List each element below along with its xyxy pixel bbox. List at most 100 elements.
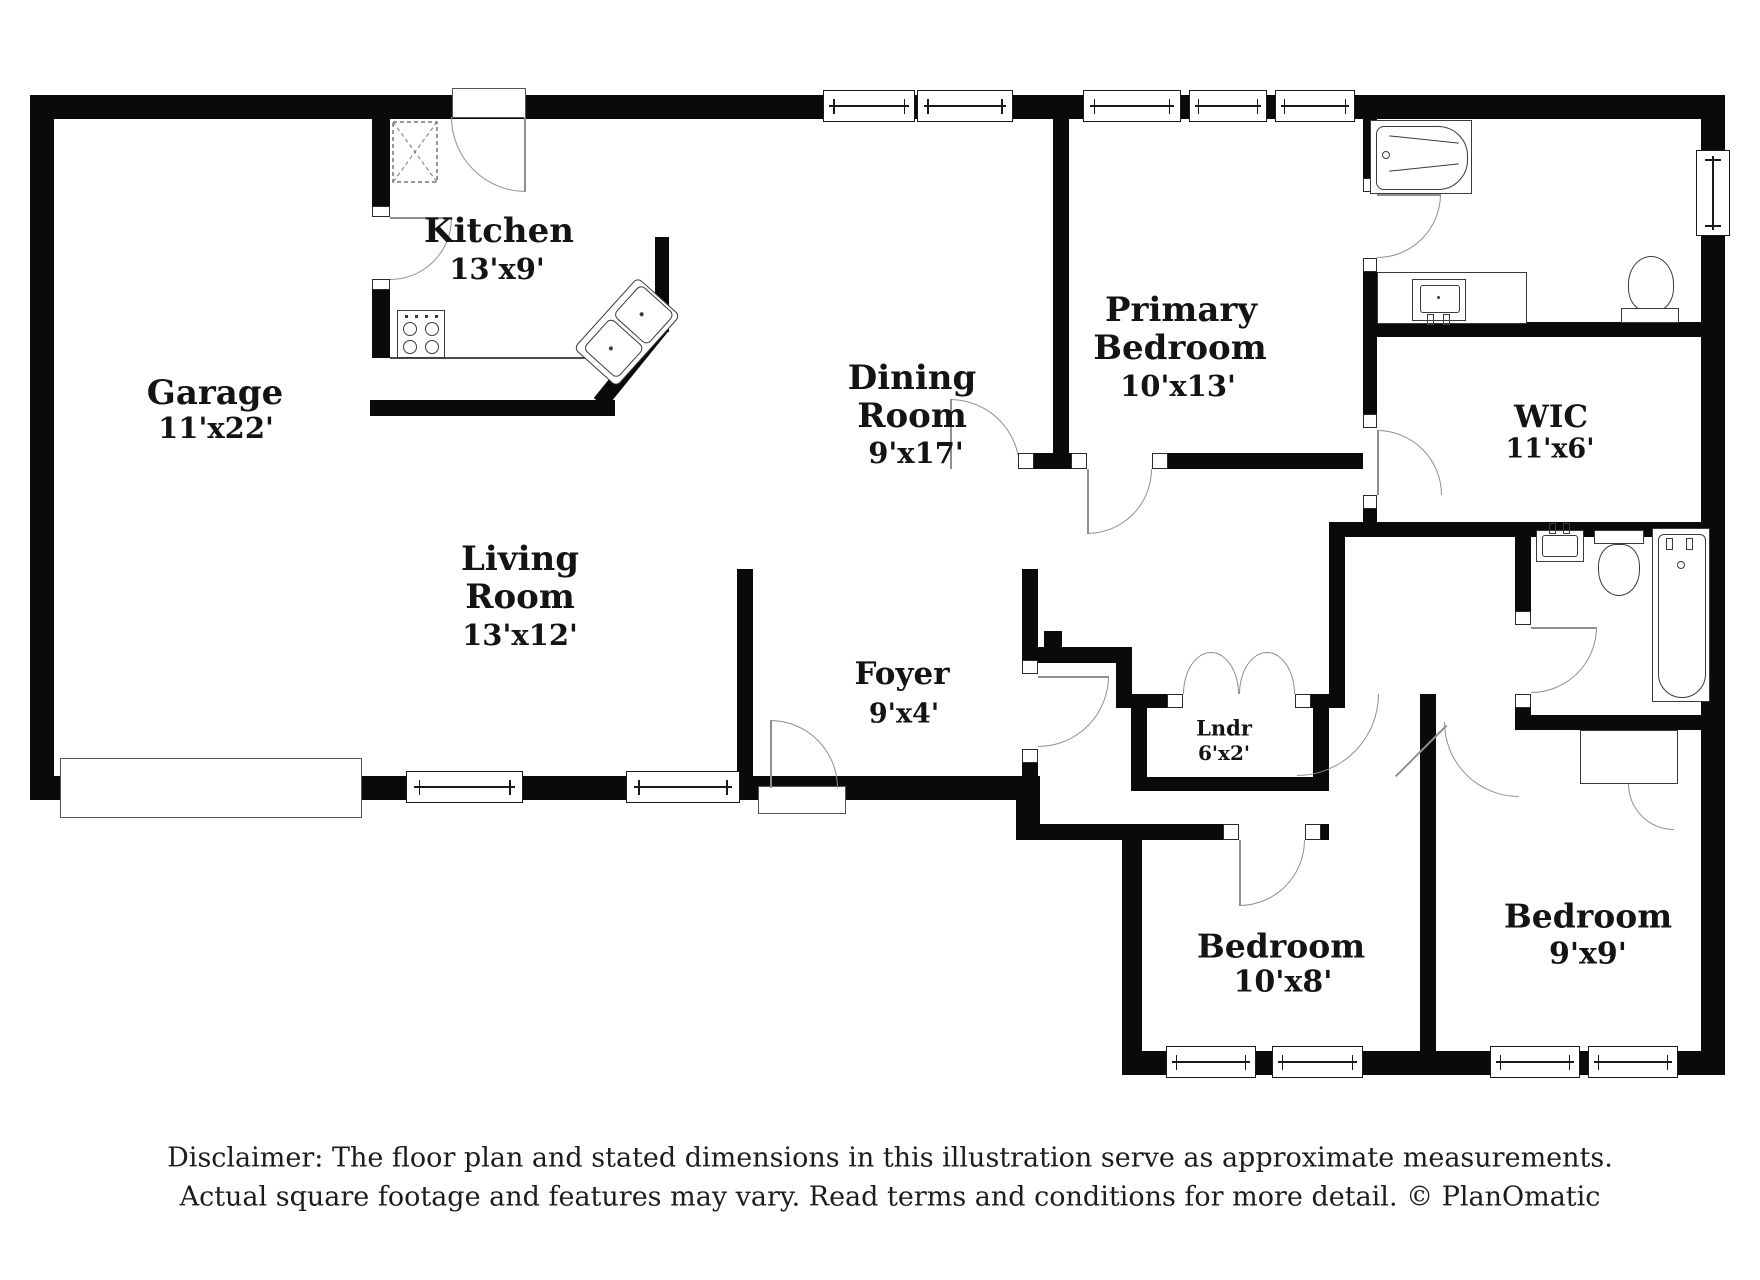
room-label-dining: Room xyxy=(857,396,967,436)
room-label-primary: Bedroom xyxy=(1093,328,1267,368)
room-label-wic: WIC xyxy=(1514,399,1588,435)
window-icon xyxy=(1275,90,1355,122)
bifold-door-icon xyxy=(1211,652,1239,694)
wall-cap xyxy=(1018,453,1034,469)
bifold-door-icon xyxy=(1267,652,1295,694)
room-label-kitchen: Kitchen xyxy=(424,211,574,251)
toilet-icon xyxy=(1598,544,1640,596)
wall-cap xyxy=(372,206,390,217)
room-label-living: Room xyxy=(465,577,575,617)
door-opening xyxy=(1363,428,1377,497)
door-leaf xyxy=(770,720,772,788)
wall xyxy=(737,569,753,776)
wall xyxy=(1363,322,1708,337)
bifold-door-icon xyxy=(1239,652,1267,694)
wall-cap xyxy=(1022,660,1038,674)
wall xyxy=(1131,694,1147,791)
door-arc-icon xyxy=(770,720,838,788)
wall-cap xyxy=(1515,694,1531,708)
room-dims-bedroom-9x9: 9'x9' xyxy=(1548,936,1628,972)
door-leaf xyxy=(524,117,526,192)
disclaimer-line-2: Actual square footage and features may v… xyxy=(179,1181,1601,1213)
wall-cap xyxy=(1363,258,1377,272)
wall-cap xyxy=(1223,824,1239,840)
door-arc-icon xyxy=(1087,469,1152,534)
wall-cap xyxy=(1167,694,1183,708)
wall-cap xyxy=(1295,694,1311,708)
door-threshold xyxy=(758,786,846,814)
disclaimer-line-1: Disclaimer: The floor plan and stated di… xyxy=(167,1142,1613,1174)
water-heater-icon xyxy=(392,121,438,183)
garage-door-icon xyxy=(60,758,362,818)
room-dims-foyer: 9'x4' xyxy=(868,698,940,730)
wall xyxy=(1122,824,1142,1075)
door-opening xyxy=(372,216,390,280)
wall xyxy=(30,95,54,800)
window-icon xyxy=(1588,1046,1678,1078)
sink-icon xyxy=(1412,279,1466,325)
room-dims-wic: 11'x6' xyxy=(1505,433,1595,465)
door-arc-icon xyxy=(1377,430,1442,495)
door-arc-icon xyxy=(1377,194,1441,258)
door-leaf xyxy=(390,217,452,219)
counter-edge xyxy=(390,357,612,359)
window-icon xyxy=(1696,150,1730,236)
room-dims-kitchen: 13'x9' xyxy=(449,252,545,286)
wall xyxy=(370,400,615,416)
wall-cap xyxy=(372,279,390,290)
door-leaf xyxy=(1239,840,1241,906)
wall xyxy=(1131,777,1329,791)
wall xyxy=(1116,647,1132,708)
room-label-living: Living xyxy=(461,539,579,579)
room-dims-bedroom-10x8: 10'x8' xyxy=(1233,964,1333,1000)
stove-icon xyxy=(397,310,445,358)
door-leaf xyxy=(1087,469,1089,534)
door-arc-icon xyxy=(1531,627,1597,693)
wall xyxy=(1420,694,1436,1051)
wall-cap xyxy=(1022,749,1038,763)
door-arc-icon xyxy=(1038,676,1109,747)
room-label-garage: Garage xyxy=(146,373,284,413)
wall-cap xyxy=(1152,453,1168,469)
bifold-door-icon xyxy=(1183,652,1211,694)
wall xyxy=(1329,537,1345,708)
window-icon xyxy=(917,90,1013,122)
window-icon xyxy=(1272,1046,1363,1078)
door-threshold xyxy=(452,88,526,118)
toilet-tank xyxy=(1621,308,1679,323)
door-leaf xyxy=(1377,194,1441,196)
room-label-laundry: Lndr xyxy=(1196,715,1252,741)
toilet-tank xyxy=(1594,530,1644,544)
window-icon xyxy=(406,771,523,803)
room-dims-living: 13'x12' xyxy=(462,618,578,652)
room-label-bedroom-9x9: Bedroom xyxy=(1503,896,1673,936)
window-icon xyxy=(1166,1046,1256,1078)
window-icon xyxy=(823,90,915,122)
wall xyxy=(1016,824,1139,840)
door-leaf xyxy=(950,399,952,469)
room-label-primary: Primary xyxy=(1104,290,1258,330)
door-arc-icon xyxy=(1628,784,1674,830)
door-arc-icon xyxy=(451,117,526,192)
bathtub-icon xyxy=(1370,120,1472,194)
room-label-foyer: Foyer xyxy=(854,656,950,692)
wall-cap xyxy=(1363,414,1377,428)
wall xyxy=(1044,631,1062,663)
room-dims-dining: 9'x17' xyxy=(868,436,964,470)
door-opening xyxy=(1085,451,1154,471)
door-leaf xyxy=(1377,430,1379,495)
wall xyxy=(1053,117,1069,455)
window-icon xyxy=(1083,90,1181,122)
wall xyxy=(1122,824,1239,840)
wall-cap xyxy=(1071,453,1087,469)
toilet-icon xyxy=(1628,256,1674,312)
room-dims-laundry: 6'x2' xyxy=(1197,741,1251,765)
wall-cap xyxy=(1363,495,1377,509)
room-label-dining: Dining xyxy=(847,358,977,398)
closet xyxy=(1580,730,1678,784)
bathtub-icon xyxy=(1652,528,1710,702)
door-leaf xyxy=(1038,676,1109,678)
window-icon xyxy=(626,771,740,803)
sink-icon xyxy=(1536,523,1584,562)
window-icon xyxy=(1189,90,1267,122)
